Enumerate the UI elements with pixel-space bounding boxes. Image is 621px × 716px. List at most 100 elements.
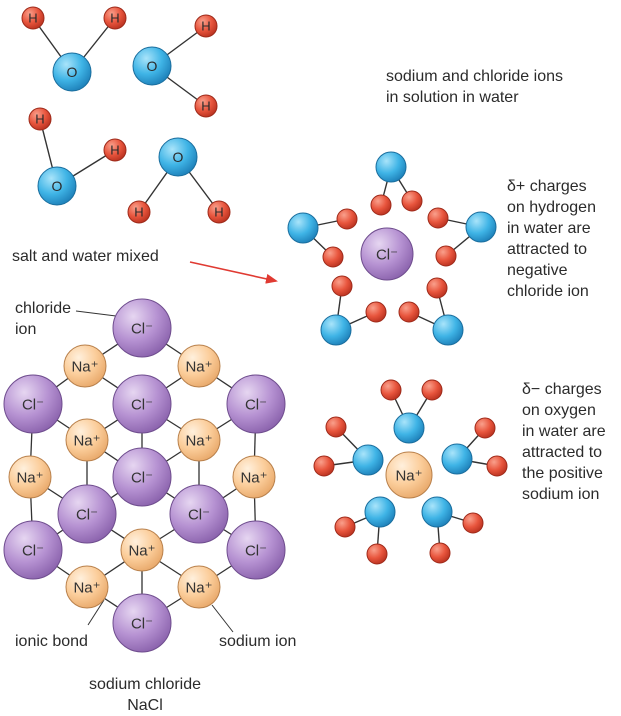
- hydrated-chloride-ion: [360, 227, 414, 281]
- lattice-chloride-3-symbol: Cl⁻: [131, 396, 153, 413]
- cl-water-4-hydrogen-2: [365, 301, 387, 323]
- water-4-hydrogen-2-symbol: H: [214, 205, 223, 220]
- lattice-sodium-8: [65, 565, 109, 609]
- water-2-oxygen-symbol: O: [147, 58, 158, 74]
- na-water-3-hydrogen-1: [462, 512, 484, 534]
- cl-water-2-hydrogen-2: [435, 245, 457, 267]
- delta-plus-line-2: on hydrogen: [507, 199, 596, 216]
- lattice-sodium-7: [120, 528, 164, 572]
- lattice-sodium-5-symbol: Na⁺: [16, 469, 43, 486]
- chloride-ion-line-1: chloride: [15, 300, 72, 317]
- delta-plus-line-1: δ+ charges: [507, 178, 587, 195]
- delta-minus-line-2: on oxygen: [522, 402, 596, 419]
- ions-in-solution-line-1: sodium and chloride ions: [386, 68, 563, 85]
- lattice-sodium-9: [177, 565, 221, 609]
- cl-water-3-hydrogen-1: [398, 301, 420, 323]
- water-4-hydrogen-1: [127, 200, 151, 224]
- cl-water-3-hydrogen-2: [426, 277, 448, 299]
- ionic-bond-leader: [87, 599, 105, 626]
- water-4-hydrogen-1-symbol: H: [134, 205, 143, 220]
- cl-water-2-oxygen: [465, 211, 497, 243]
- water-3-hydrogen-2-symbol: H: [110, 143, 119, 158]
- delta-minus-note: δ− charges on oxygen in water are attrac…: [522, 379, 606, 505]
- cl-water-1-hydrogen-2: [401, 190, 423, 212]
- lattice-sodium-2-symbol: Na⁺: [185, 358, 212, 375]
- lattice-sodium-1: [63, 344, 107, 388]
- na-water-1-hydrogen-1: [380, 379, 402, 401]
- na-water-4-hydrogen-2: [366, 543, 388, 565]
- lattice-chloride-10-symbol: Cl⁻: [131, 615, 153, 632]
- lattice-sodium-7-symbol: Na⁺: [128, 542, 155, 559]
- sodium-chloride-line-1: sodium chloride: [88, 676, 202, 693]
- water-4-oxygen: [158, 137, 198, 177]
- water-3-hydrogen-1-symbol: H: [35, 112, 44, 127]
- na-water-4-hydrogen-1: [334, 516, 356, 538]
- na-water-2-hydrogen-1: [474, 417, 496, 439]
- na-water-3-oxygen: [421, 496, 453, 528]
- chloride-ion-line-2: ion: [15, 321, 37, 338]
- hydrated-sodium-ion: [385, 451, 433, 499]
- lattice-chloride-2-symbol: Cl⁻: [22, 396, 44, 413]
- cl-water-5-hydrogen-1: [336, 208, 358, 230]
- sodium-ion-label: sodium ion: [219, 633, 297, 650]
- water-1-hydrogen-2-symbol: H: [110, 11, 119, 26]
- lattice-chloride-4: [226, 374, 286, 434]
- hydrated-sodium-ion-symbol: Na⁺: [395, 467, 422, 484]
- water-4-hydrogen-2: [207, 200, 231, 224]
- water-1-oxygen-symbol: O: [67, 64, 78, 80]
- lattice-chloride-6: [57, 484, 117, 544]
- sodium-chloride-line-2: NaCl: [127, 697, 163, 714]
- lattice-chloride-7-symbol: Cl⁻: [188, 506, 210, 523]
- lattice-chloride-8-symbol: Cl⁻: [22, 542, 44, 559]
- water-4-oxygen-symbol: O: [173, 149, 184, 165]
- lattice-chloride-1: [112, 298, 172, 358]
- water-2-hydrogen-2: [194, 94, 218, 118]
- delta-minus-line-3: in water are: [522, 423, 606, 440]
- delta-minus-line-6: sodium ion: [522, 486, 600, 503]
- water-2-oxygen: [132, 46, 172, 86]
- lattice-chloride-5-symbol: Cl⁻: [131, 469, 153, 486]
- delta-minus-line-1: δ− charges: [522, 381, 602, 398]
- water-3-hydrogen-2: [103, 138, 127, 162]
- lattice-chloride-3: [112, 374, 172, 434]
- hydrated-chloride-ion-symbol: Cl⁻: [376, 246, 398, 263]
- na-water-2-oxygen: [441, 443, 473, 475]
- cl-water-1-hydrogen-1: [370, 194, 392, 216]
- water-2-hydrogen-1-symbol: H: [201, 19, 210, 34]
- chloride-ion-label: chloride ion: [15, 298, 71, 340]
- water-1-hydrogen-1-symbol: H: [28, 11, 37, 26]
- sodium-chloride-caption: sodium chloride NaCl: [70, 674, 220, 716]
- water-3-oxygen: [37, 166, 77, 206]
- lattice-sodium-2: [177, 344, 221, 388]
- water-2-hydrogen-1: [194, 14, 218, 38]
- cl-water-5-hydrogen-2: [322, 246, 344, 268]
- delta-plus-line-4: attracted to: [507, 241, 588, 258]
- lattice-sodium-3-symbol: Na⁺: [73, 432, 100, 449]
- chloride-ion-leader: [75, 310, 117, 317]
- lattice-sodium-4: [177, 418, 221, 462]
- water-1-oxygen: [52, 52, 92, 92]
- na-water-3-hydrogen-2: [429, 542, 451, 564]
- na-water-1-oxygen: [393, 412, 425, 444]
- na-water-5-oxygen: [352, 444, 384, 476]
- mix-arrow: [189, 261, 278, 284]
- lattice-chloride-1-symbol: Cl⁻: [131, 320, 153, 337]
- lattice-sodium-6: [232, 455, 276, 499]
- delta-plus-note: δ+ charges on hydrogen in water are attr…: [507, 176, 596, 302]
- lattice-sodium-1-symbol: Na⁺: [71, 358, 98, 375]
- delta-minus-line-4: attracted to: [522, 444, 603, 461]
- cl-water-5-oxygen: [287, 212, 319, 244]
- cl-water-4-hydrogen-1: [331, 275, 353, 297]
- na-water-4-oxygen: [364, 496, 396, 528]
- lattice-chloride-10: [112, 593, 172, 653]
- cl-water-3-oxygen: [432, 314, 464, 346]
- ions-in-solution-label: sodium and chloride ions in solution in …: [386, 66, 563, 108]
- water-1-hydrogen-1: [21, 6, 45, 30]
- lattice-sodium-9-symbol: Na⁺: [185, 579, 212, 596]
- cl-water-2-hydrogen-1: [427, 207, 449, 229]
- water-3-hydrogen-1: [28, 107, 52, 131]
- lattice-chloride-4-symbol: Cl⁻: [245, 396, 267, 413]
- lattice-sodium-6-symbol: Na⁺: [240, 469, 267, 486]
- lattice-sodium-5: [8, 455, 52, 499]
